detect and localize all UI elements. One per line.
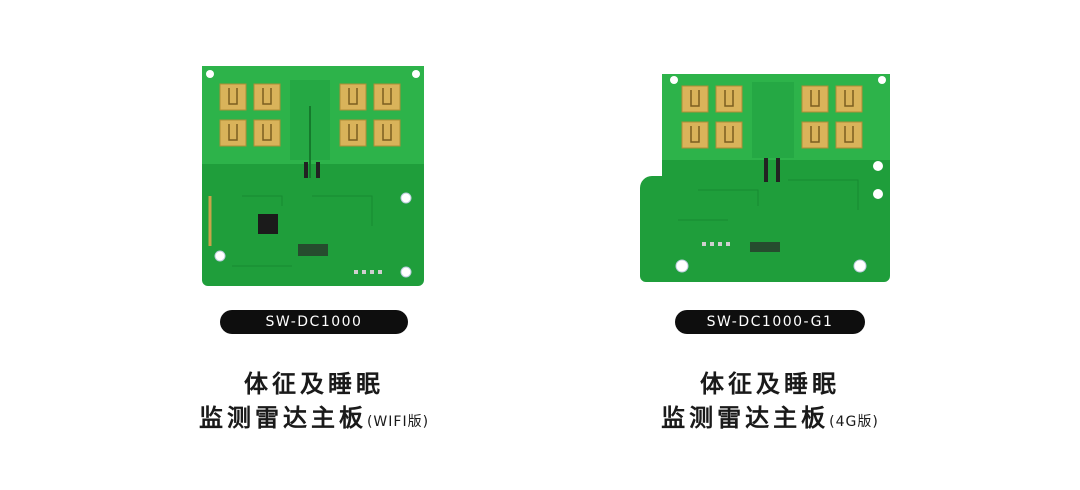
product-title-suffix: (WIFI版) <box>366 414 430 430</box>
product-title-line1: 体征及睡眠 <box>700 370 840 398</box>
radar-board-4g-image <box>638 70 890 282</box>
model-badge: SW-DC1000 <box>220 310 408 334</box>
radar-board-wifi-image <box>202 66 424 286</box>
product-title-main: 监测雷达主板 <box>198 404 367 432</box>
product-title-main: 监测雷达主板 <box>661 404 830 432</box>
model-badge: SW-DC1000-G1 <box>675 310 865 334</box>
product-title-suffix: (4G版) <box>829 414 879 430</box>
product-card-4g: SW-DC1000-G1 体征及睡眠 监测雷达主板(4G版) <box>540 0 1080 490</box>
product-card-wifi: SW-DC1000 体征及睡眠 监测雷达主板(WIFI版) <box>199 66 428 432</box>
product-title-line1: 体征及睡眠 <box>244 370 384 398</box>
product-title-line2: 监测雷达主板(WIFI版) <box>44 398 584 433</box>
product-title-line2: 监测雷达主板(4G版) <box>500 398 1040 433</box>
